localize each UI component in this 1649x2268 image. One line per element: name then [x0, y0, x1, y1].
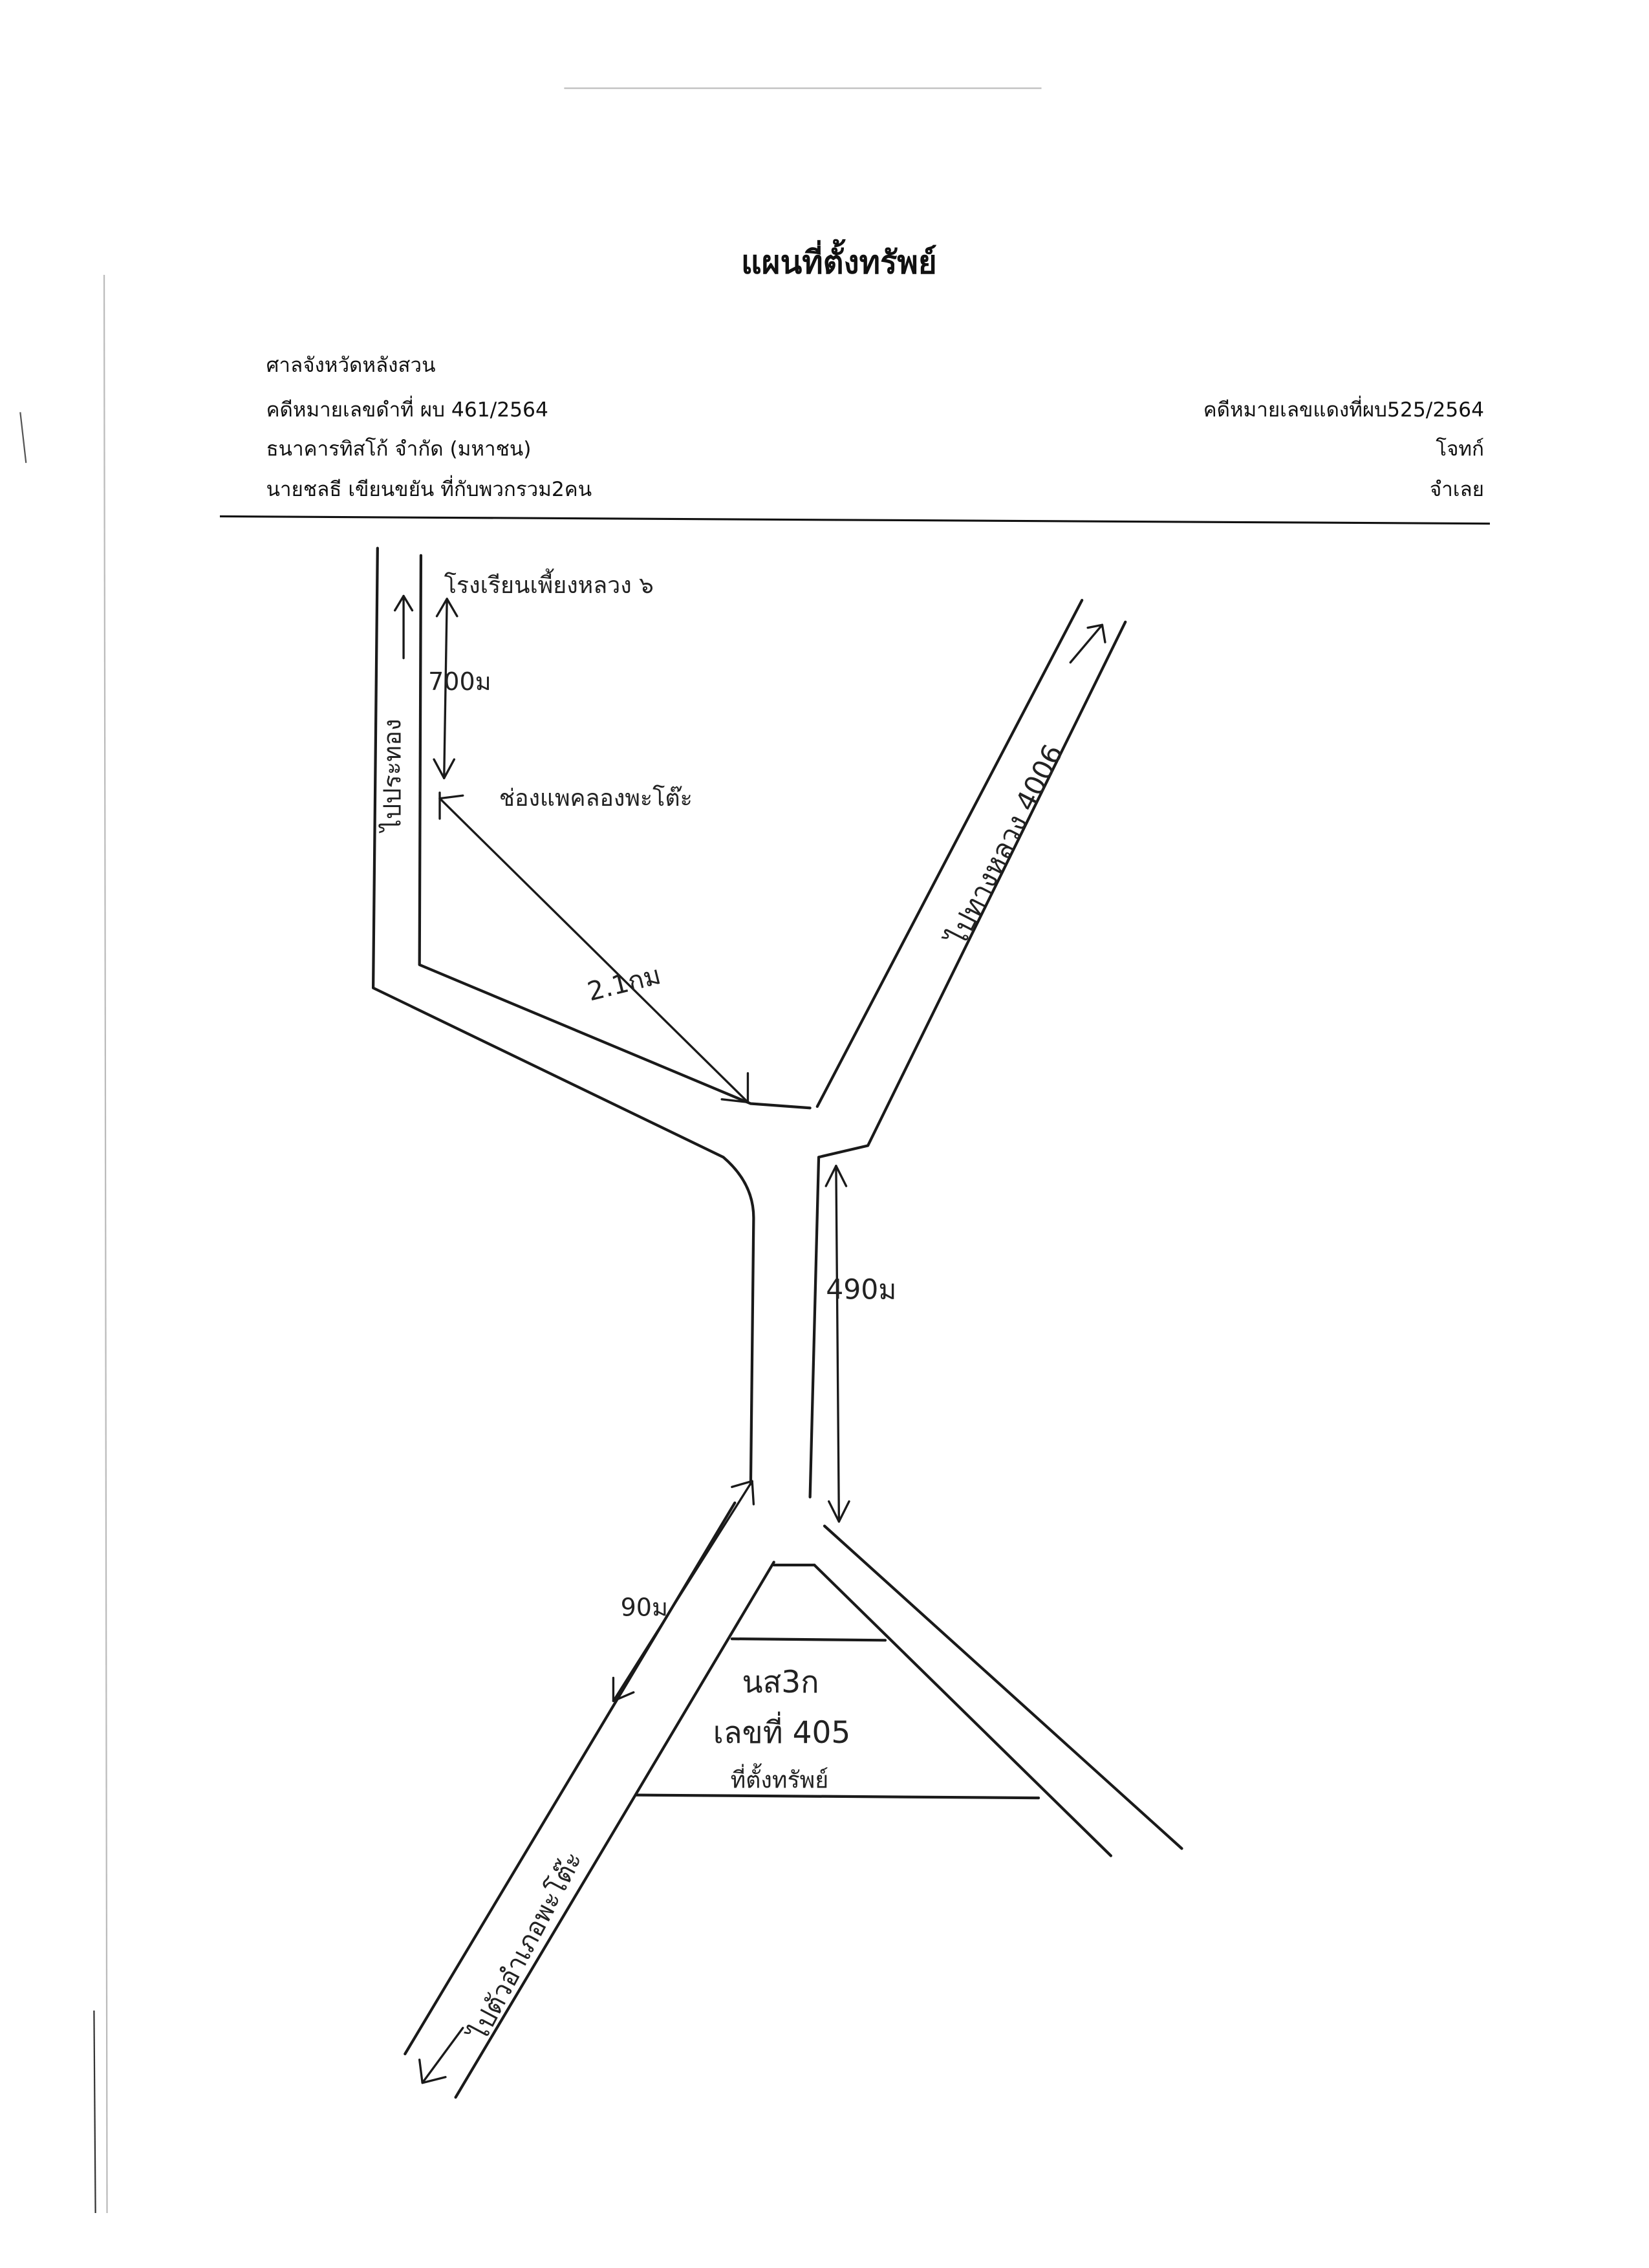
plaintiff-name: ธนาคารทิสโก้ จำกัด (มหาชน) — [266, 437, 532, 461]
dimension-90m — [612, 1480, 755, 1702]
document-title: แผนที่ตั้งทรัพย์ — [741, 239, 937, 281]
road-to-prathong — [371, 546, 812, 1485]
dimension-2-1km — [438, 791, 749, 1103]
property-plot — [635, 1637, 1040, 1800]
defendant-role: จำเลย — [1430, 478, 1484, 501]
arrow-up-prathong — [393, 594, 414, 660]
label-to-prathong: ไปประทอง — [378, 718, 407, 834]
arrow-to-phato-district — [418, 2027, 464, 2084]
arrow-highway — [1069, 623, 1106, 664]
label-700m: 700ม — [428, 667, 491, 696]
plaintiff-role: โจทก์ — [1436, 437, 1484, 461]
defendant-name: นายชลธี เขียนขยัน ที่กับพวกรวม2คน — [266, 475, 592, 501]
label-property-location: ที่ตั้งทรัพย์ — [731, 1763, 829, 1793]
label-title-deed: นส3ก — [742, 1665, 819, 1700]
road-lower-right — [772, 1524, 1183, 1857]
black-case-number: คดีหมายเลขดำที่ ผบ 461/2564 — [266, 395, 548, 422]
label-highway: ไปทางหลวง 4006 — [941, 740, 1070, 953]
road-to-phato-district — [404, 1501, 775, 2099]
label-to-phato-district: ไปตัวอำเภอพะโต๊ะ — [462, 1846, 588, 2047]
scan-artifacts — [19, 87, 1042, 2214]
location-map: โรงเรียนเพี้ยงหลวง ๖ ไปประทอง 700ม ช่องแ… — [371, 546, 1183, 2099]
label-490m: 490ม — [826, 1274, 896, 1306]
road-to-highway-4006 — [808, 599, 1127, 1499]
label-school: โรงเรียนเพี้ยงหลวง ๖ — [444, 568, 654, 599]
court-name: ศาลจังหวัดหลังสวน — [266, 354, 436, 377]
dimension-700m — [433, 598, 458, 779]
header-rule — [219, 515, 1490, 525]
dimension-490m — [824, 1165, 850, 1523]
label-90m: 90ม — [621, 1593, 668, 1621]
label-land-number: เลขที่ 405 — [713, 1711, 850, 1751]
label-canal-junction: ช่องแพคลองพะโต๊ะ — [499, 784, 693, 812]
label-2-1km: 2.1กม — [585, 960, 664, 1007]
red-case-number: คดีหมายเลขแดงที่ผบ525/2564 — [1203, 395, 1484, 422]
